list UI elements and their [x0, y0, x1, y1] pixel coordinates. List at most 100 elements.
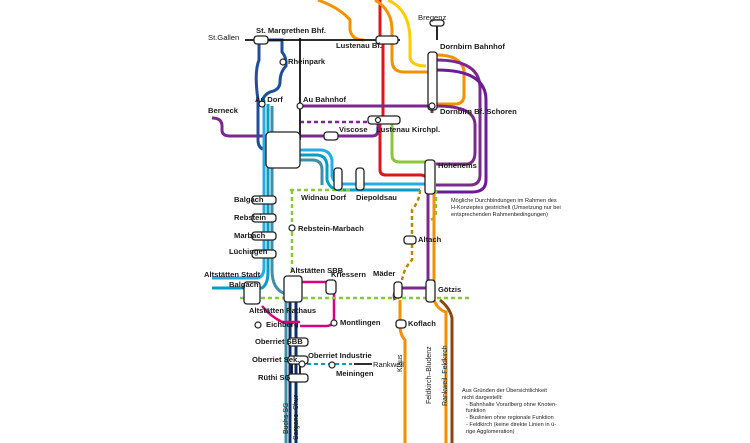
station-lustenau-kirchpl: Lustenau Kirchpl.	[376, 125, 441, 134]
station-hohenems: Hohenems	[438, 161, 477, 170]
node-lustenau-bf	[375, 35, 399, 45]
note-line: - Feldkirch (keine direkte Linien in ü-	[466, 422, 557, 429]
node-altstaetten-stadt	[243, 281, 261, 305]
node-maeder	[393, 281, 403, 299]
stop-meiningen	[328, 361, 336, 369]
station-berneck: Berneck	[208, 106, 238, 115]
node-altach	[403, 235, 417, 245]
station-goetzis: Götzis	[438, 285, 462, 294]
node-heerbrugg	[265, 131, 301, 169]
station-oberriet-industrie: Oberriet Industrie	[308, 351, 372, 360]
line-end-buchs: Buchs SG	[283, 402, 290, 434]
line-ochre-dashed	[400, 189, 422, 281]
node-goetzis	[425, 279, 436, 303]
note-line: rige Agglomeration)	[466, 428, 515, 435]
node-kriessern	[325, 279, 337, 295]
line-light-green	[390, 120, 430, 164]
line-dark-blue	[288, 300, 298, 443]
line-orange-south	[398, 190, 448, 443]
line-yellow	[387, 0, 427, 68]
note-line: - Bahnhalte Vorarlberg ohne Knoten-	[466, 401, 558, 408]
station-balgach-2: Balgach	[229, 280, 259, 289]
note-line: - Buslinien ohne regionale Funktion	[466, 415, 554, 422]
line-orange	[374, 0, 466, 106]
line-red	[378, 0, 430, 300]
station-au-dorf: Au Dorf	[255, 95, 283, 104]
station-lustenau-bf: Lustenau Bf.	[336, 41, 382, 50]
station-oberriet-sbb: Oberriet SBB	[255, 337, 303, 346]
station-rebstein-marbach: Rebstein-Marbach	[298, 224, 364, 233]
node-hohenems	[424, 159, 436, 195]
station-eichberg: Eichberg	[266, 320, 299, 329]
station-altstaetten-rathaus: Altstätten Rathaus	[249, 306, 317, 315]
station-koflach: Koflach	[408, 319, 436, 328]
stop-dornbirn-schoren	[428, 102, 436, 110]
stop-lustenau-kirch	[374, 116, 382, 124]
stop-rebstein-marbach	[288, 224, 296, 232]
stop-montlingen	[330, 319, 338, 327]
station-st-gallen: St.Gallen	[208, 33, 240, 42]
station-marbach: Marbach	[234, 231, 266, 240]
node-marbach	[251, 231, 277, 241]
station-bregenz: Bregenz	[418, 13, 447, 22]
node-oberriet-sbb	[287, 337, 309, 347]
station-altach: Altach	[418, 235, 442, 244]
line-end-sargans: Sargans–Chur	[293, 394, 300, 440]
line-blue	[254, 38, 288, 152]
stop-eichberg	[254, 321, 262, 329]
node-rebstein	[251, 213, 277, 223]
station-maeder: Mäder	[373, 269, 396, 278]
stop-rheinpark	[279, 58, 287, 66]
station-altstaetten-stadt: Altstätten Stadt	[204, 270, 261, 279]
node-balgach	[251, 195, 277, 205]
note-line: H-Konzeptes gestrichelt (Umsetzung nur b…	[451, 204, 561, 211]
line-end-rankweil-feldkirch: Rankweil–Feldkirch	[442, 345, 449, 406]
note-line: nicht dargestellt:	[462, 394, 503, 401]
omitted-elements-note: Aus Gründen der Übersichtlichkeit nicht …	[462, 388, 592, 436]
stop-au-bahnhof	[296, 102, 304, 110]
station-st-margrethen: St. Margrethen Bhf.	[256, 26, 327, 35]
station-rankweil: Rankweil	[373, 360, 404, 369]
station-kriessern: Kriessern	[331, 270, 367, 279]
line-end-klaus: Klaus	[397, 354, 404, 372]
station-dornbirn-bahnhof: Dornbirn Bahnhof	[440, 42, 505, 51]
line-violet	[436, 68, 488, 194]
node-dornbirn	[427, 51, 438, 111]
stop-au-dorf	[258, 100, 266, 108]
stop-oberriet-industrie	[298, 360, 306, 368]
node-rueti	[287, 373, 309, 383]
interchange-nodes	[243, 19, 445, 383]
node-diepoldsau	[355, 167, 365, 191]
simple-stops	[254, 58, 436, 369]
node-lustenau-kirchpl	[367, 115, 401, 125]
station-diepoldsau: Diepoldsau	[356, 193, 397, 202]
line-end-feldkirch-bludenz: Feldkirch–Bludenz	[426, 346, 433, 404]
station-rheinpark: Rheinpark	[288, 57, 326, 66]
dashed-lines-note: Mögliche Durchbindungen im Rahmen des H-…	[451, 198, 581, 218]
note-line: funktion	[466, 408, 486, 415]
station-meiningen: Meiningen	[336, 369, 374, 378]
node-viscose	[323, 131, 339, 141]
station-au-bahnhof: Au Bahnhof	[303, 95, 347, 104]
station-rueti: Rüthi SG	[258, 373, 291, 382]
station-altstaetten-sbb: Altstätten SBB	[290, 266, 344, 275]
note-line: Mögliche Durchbindungen im Rahmen des	[451, 198, 557, 204]
node-luechingen	[251, 249, 277, 259]
note-line: Aus Gründen der Übersichtlichkeit	[462, 388, 547, 394]
node-widnau	[333, 167, 343, 191]
line-orange-north	[317, 0, 365, 42]
node-koflach	[395, 319, 407, 329]
line-brown	[439, 298, 454, 443]
node-bregenz	[429, 19, 445, 27]
station-viscose: Viscose	[339, 125, 368, 134]
station-balgach: Balgach	[234, 195, 264, 204]
station-widnau-dorf: Widnau Dorf	[301, 193, 347, 202]
node-st-margrethen	[253, 35, 269, 45]
node-altstaetten	[283, 275, 303, 303]
station-montlingen: Montlingen	[340, 318, 381, 327]
note-line: entsprechenden Rahmenbedingungen)	[451, 211, 549, 218]
station-luechingen: Lüchingen	[229, 247, 268, 256]
station-dornbirn-schoren: Dornbirn Bf. Schoren	[440, 107, 517, 116]
station-rebstein: Rebstein	[234, 213, 267, 222]
